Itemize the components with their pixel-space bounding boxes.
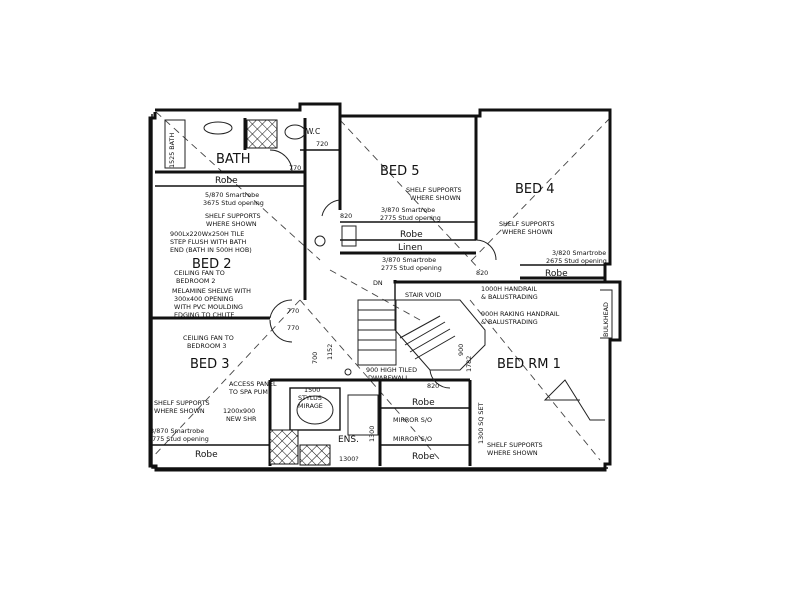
robe-label-bed2: Robe (215, 176, 238, 186)
dim-stair-width-2: 1782 (465, 356, 473, 372)
dim-stair-height: 700 (311, 352, 319, 364)
note-mirror-1: MIRROR S/O (393, 416, 432, 424)
dim-bath-door: 770 (289, 164, 301, 172)
note-bed3-shr: 1200x900 NEW SHR (223, 407, 257, 423)
note-stair-handrail: 1000H HANDRAIL & BALUSTRADING (481, 285, 539, 301)
note-bed3-fan: CEILING FAN TO BEDROOM 3 (183, 334, 236, 350)
stair-dn-label: DN (373, 279, 383, 287)
robe-label-bed4: Robe (545, 269, 568, 279)
note-bed3-access: ACCESS PANEL TO SPA PUMP (228, 380, 279, 396)
note-bulkhead: BULKHEAD (602, 302, 610, 337)
dim-bath-side: 1525 BATH (168, 133, 176, 168)
robe-label-bed3: Robe (195, 450, 218, 460)
room-label-ens: ENS. (338, 435, 359, 445)
dim-bed3-door: 770 (287, 324, 299, 332)
stair-void-label: STAIR VOID (405, 291, 441, 299)
note-ens-size: 1300 SQ SET (477, 402, 485, 444)
bulkhead-chevron (543, 379, 605, 421)
note-bed3-robe: 3/870 Smartrobe 2775 Stud opening (148, 427, 209, 443)
room-label-bedrm1: BED RM 1 (497, 357, 561, 372)
note-bed2-shelf: SHELF SUPPORTS WHERE SHOWN (205, 212, 263, 228)
robe-label-ens-top: Robe (412, 398, 435, 408)
dim-bed4-door: 820 (476, 269, 488, 277)
note-bed2-robe: 5/870 Smartrobe 3675 Stud opening (203, 191, 264, 207)
tiled-areas (246, 119, 331, 466)
note-bed2-tile: 900Lx220Wx250H TILE STEP FLUSH WITH BATH… (170, 230, 252, 254)
robe-label-ens-bottom: Robe (412, 452, 435, 462)
dim-bed2-door: 770 (287, 307, 299, 315)
dim-stair-width: 1152 (326, 344, 334, 360)
note-bed2-fan: CEILING FAN TO BEDROOM 2 (174, 269, 227, 285)
room-label-wc: W.C (306, 127, 320, 136)
door-swings (269, 149, 497, 389)
note-ens-shelf: SHELF SUPPORTS WHERE SHOWN (487, 441, 545, 457)
room-label-bed4: BED 4 (515, 182, 555, 197)
room-label-linen: Linen (398, 243, 422, 253)
note-dwarfwall: 900 HIGH TILED DWARFWALL (366, 366, 419, 382)
outer-walls (148, 102, 622, 472)
stair-treads (358, 309, 456, 360)
dim-wc-door: 720 (316, 140, 328, 148)
dim-stair-900: 900 (457, 344, 465, 356)
note-bed4-shelf: SHELF SUPPORTS WHERE SHOWN (499, 220, 557, 236)
dim-shr: 1300 (368, 426, 376, 442)
note-stair-raking: 900H RAKING HANDRAIL & BALUSTRADING (481, 310, 561, 326)
robe-label-bed5: Robe (400, 230, 423, 240)
note-bed3-shelf: SHELF SUPPORTS WHERE SHOWN (154, 399, 212, 415)
note-bed2-melamine: MELAMINE SHELVE WITH 300x400 OPENING WIT… (172, 287, 253, 319)
note-stylus: 1500 STYLUS MIRAGE (298, 386, 324, 410)
room-label-bath: BATH (216, 152, 251, 167)
note-bed5-shelf: SHELF SUPPORTS WHERE SHOWN (406, 186, 464, 202)
note-ens-shr: 1300? (339, 455, 359, 463)
room-label-bed3: BED 3 (190, 357, 230, 372)
dim-bed5-door: 820 (340, 212, 352, 220)
note-bed4-robe: 3/820 Smartrobe 2675 Stud opening (546, 249, 608, 265)
note-mirror-2: MIRROR S/O (393, 435, 432, 443)
room-label-bed5: BED 5 (380, 164, 420, 179)
dim-bedrm1-door: 820 (427, 382, 439, 390)
fixtures (164, 119, 379, 436)
room-label-bed2: BED 2 (192, 257, 232, 272)
note-bed5-robe: 3/870 Smartrobe 2775 Stud opening (380, 206, 441, 222)
interior-walls (150, 116, 613, 466)
note-linen-robe: 3/870 Smartrobe 2775 Stud opening (381, 256, 442, 272)
